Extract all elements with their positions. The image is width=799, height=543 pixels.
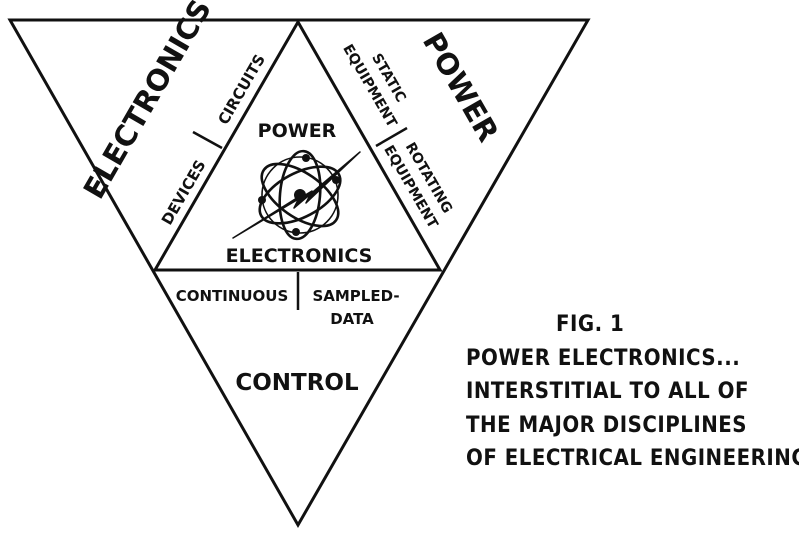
power-divider [375,126,408,148]
electronics-region: ELECTRONICS DEVICES CIRCUITS [77,0,269,228]
power-title: POWER [416,27,505,148]
control-region: CONTINUOUS SAMPLED- DATA CONTROL [176,287,400,396]
center-electronics-label: ELECTRONICS [226,245,373,267]
caption-line: THE MAJOR DISCIPLINES [466,412,748,438]
control-title: CONTROL [235,370,359,396]
sampled-label: SAMPLED- [312,287,399,305]
power-electronics-center: POWER ELECTRONICS [226,120,373,267]
atom-lightning-icon [232,149,361,241]
inner-triangle [152,18,443,272]
outer-triangle [7,18,591,529]
continuous-label: CONTINUOUS [176,287,289,305]
caption-line: INTERSTITIAL TO ALL OF [466,379,749,404]
power-region: POWER STATIC EQUIPMENT ROTATING EQUIPMEN… [339,27,505,232]
center-power-label: POWER [258,120,337,142]
caption-line: OF ELECTRICAL ENGINEERING. [466,446,799,471]
figure-number: FIG. 1 [556,312,625,337]
electronics-divider [192,130,223,150]
figure-caption: FIG. 1 POWER ELECTRONICS... INTERSTITIAL… [466,308,799,476]
sampled-data-label: DATA [330,310,374,328]
caption-line: POWER ELECTRONICS... [466,345,741,371]
